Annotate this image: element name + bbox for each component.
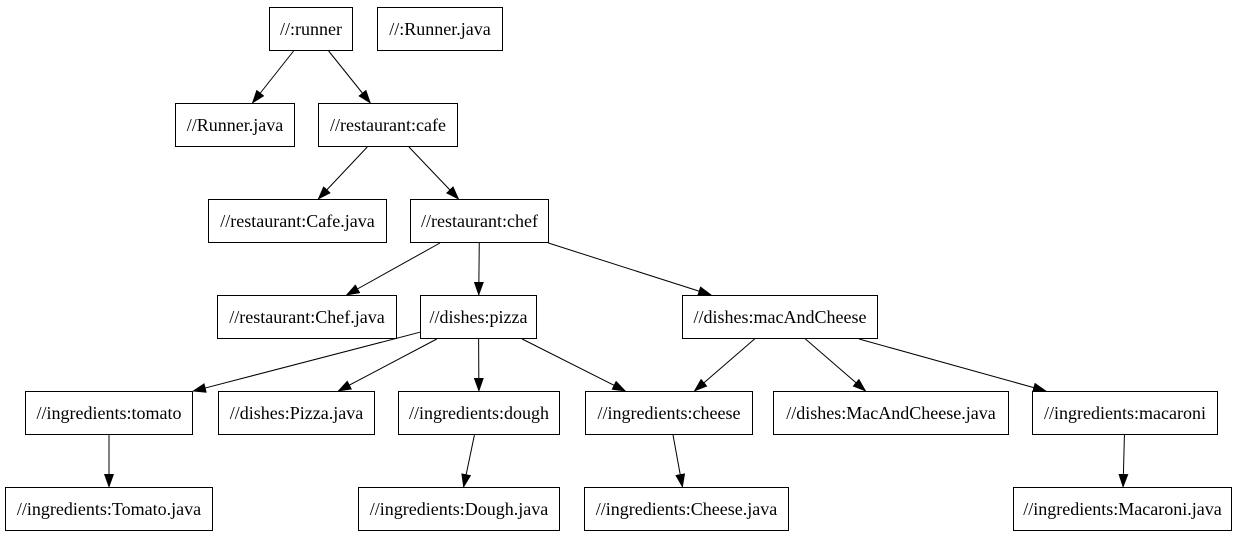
node-runner-java: //Runner.java xyxy=(175,103,295,147)
node-pizza: //dishes:pizza xyxy=(420,295,537,339)
node-label: //dishes:pizza xyxy=(429,307,528,327)
edge-dough-to-dough-java xyxy=(461,434,475,488)
node-label: //ingredients:macaroni xyxy=(1044,403,1206,423)
edge-cafe-to-chef xyxy=(408,146,460,200)
edge-mac-and-cheese-to-macaroni xyxy=(858,338,1047,393)
edge-cheese-to-cheese-java xyxy=(672,434,686,488)
edge-pizza-to-cheese xyxy=(521,338,627,392)
node-label: //dishes:Pizza.java xyxy=(229,403,364,423)
node-label: //:runner xyxy=(280,19,342,39)
node-label: //ingredients:Cheese.java xyxy=(595,499,778,519)
node-label: //ingredients:Dough.java xyxy=(369,499,549,519)
node-mac-and-cheese-java: //dishes:MacAndCheese.java xyxy=(773,391,1009,435)
node-root-runner-java: //:Runner.java xyxy=(377,7,503,51)
node-chef: //restaurant:chef xyxy=(410,199,549,243)
node-pizza-java: //dishes:Pizza.java xyxy=(218,391,375,435)
node-macaroni: //ingredients:macaroni xyxy=(1032,391,1218,435)
node-cafe: //restaurant:cafe xyxy=(318,103,458,147)
node-label: //dishes:MacAndCheese.java xyxy=(786,403,996,423)
node-label: //ingredients:dough xyxy=(409,403,549,423)
edge-runner-to-runner-java xyxy=(251,50,294,104)
node-label: //ingredients:cheese xyxy=(597,403,741,423)
node-cheese-java: //ingredients:Cheese.java xyxy=(584,487,789,531)
edge-pizza-to-tomato xyxy=(192,331,421,393)
node-tomato-java: //ingredients:Tomato.java xyxy=(5,487,213,531)
node-dough-java: //ingredients:Dough.java xyxy=(358,487,560,531)
edge-macaroni-to-macaroni-java xyxy=(1118,434,1129,488)
node-dough: //ingredients:dough xyxy=(398,391,560,435)
edge-chef-to-chef-java xyxy=(345,242,441,296)
node-mac-and-cheese: //dishes:macAndCheese xyxy=(682,295,878,339)
node-cafe-java: //restaurant:Cafe.java xyxy=(208,199,387,243)
node-cheese: //ingredients:cheese xyxy=(585,391,753,435)
edge-pizza-to-pizza-java xyxy=(337,338,438,392)
node-label: //restaurant:chef xyxy=(421,211,538,231)
node-chef-java: //restaurant:Chef.java xyxy=(217,295,397,339)
node-runner: //:runner xyxy=(269,7,353,51)
node-label: //ingredients:tomato xyxy=(36,403,182,423)
edge-cafe-to-cafe-java xyxy=(317,146,368,200)
node-label: //:Runner.java xyxy=(389,19,491,39)
edge-mac-and-cheese-to-cheese xyxy=(693,338,755,392)
edge-runner-to-cafe xyxy=(328,50,371,104)
node-label: //dishes:macAndCheese xyxy=(693,307,867,327)
node-macaroni-java: //ingredients:Macaroni.java xyxy=(1013,487,1232,531)
edge-chef-to-pizza xyxy=(473,242,484,296)
node-label: //restaurant:cafe xyxy=(330,115,446,135)
node-tomato: //ingredients:tomato xyxy=(25,391,193,435)
node-label: //ingredients:Tomato.java xyxy=(16,499,202,519)
node-label: //Runner.java xyxy=(186,115,284,135)
node-label: //restaurant:Cafe.java xyxy=(220,211,375,231)
node-label: //restaurant:Chef.java xyxy=(229,307,385,327)
edge-chef-to-mac-and-cheese xyxy=(548,242,713,296)
node-label: //ingredients:Macaroni.java xyxy=(1023,499,1222,519)
edge-mac-and-cheese-to-mac-and-cheese-java xyxy=(805,338,867,392)
